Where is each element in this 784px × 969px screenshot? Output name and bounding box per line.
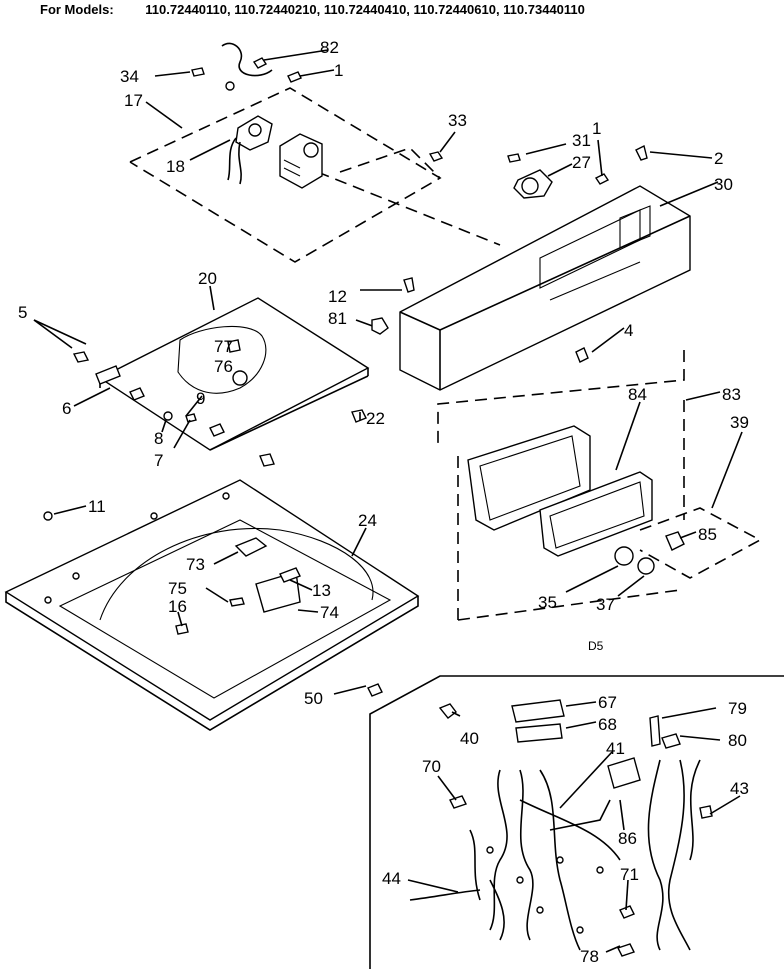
- part-label-82: 82: [320, 38, 339, 57]
- part-label-16: 16: [168, 597, 187, 616]
- part-label-22: 22: [366, 409, 385, 428]
- leaders-harness: [407, 701, 741, 953]
- models-header: For Models: 110.72440110, 110.72440210, …: [40, 2, 585, 17]
- harness-inset-frame: [369, 675, 784, 969]
- part-label-81: 81: [328, 309, 347, 328]
- leaders-top-panel: [53, 505, 367, 695]
- timer-switch: [279, 133, 323, 189]
- part-label-11: 11: [88, 497, 106, 516]
- part-label-44: 44: [382, 869, 401, 888]
- part-label-85: 85: [698, 525, 717, 544]
- screw-33: [428, 151, 444, 162]
- part-label-24: 24: [358, 511, 377, 530]
- leaders-console: [355, 139, 719, 363]
- part-label-30: 30: [714, 175, 733, 194]
- leaders-top-left: [145, 49, 456, 161]
- part-label-27: 27: [572, 153, 591, 172]
- part-label-84: 84: [628, 385, 647, 404]
- leaders-lid: [33, 285, 361, 449]
- part-label-31: 31: [572, 131, 591, 150]
- part-label-8: 8: [154, 429, 163, 448]
- part-label-6: 6: [62, 399, 71, 418]
- part-label-76: 76: [214, 357, 233, 376]
- control-console: [399, 185, 691, 391]
- part-label-40: 40: [460, 729, 479, 748]
- part-label-79: 79: [728, 699, 747, 718]
- control-panel-box: [437, 350, 762, 621]
- part-label-86: 86: [618, 829, 637, 848]
- part-label-67: 67: [598, 693, 617, 712]
- models-label: For Models:: [40, 2, 114, 17]
- part-label-7: 7: [154, 451, 163, 470]
- part-label-34: 34: [120, 67, 139, 86]
- console-knob-assembly: [507, 144, 648, 199]
- part-label-4: 4: [624, 321, 633, 340]
- part-label-20: 20: [198, 269, 217, 288]
- part-label-80: 80: [728, 731, 747, 750]
- part-label-5: 5: [18, 303, 27, 322]
- part-label-41: 41: [606, 739, 625, 758]
- part-label-9: 9: [196, 389, 205, 408]
- part-label-83: 83: [722, 385, 741, 404]
- part-label-73: 73: [186, 555, 205, 574]
- part-label-68: 68: [598, 715, 617, 734]
- top-panel: [4, 479, 420, 731]
- models-list: 110.72440110, 110.72440210, 110.72440410…: [145, 2, 585, 17]
- part-label-33: 33: [448, 111, 467, 130]
- part-label-74: 74: [320, 603, 339, 622]
- part-label-18: 18: [166, 157, 185, 176]
- part-label-35: 35: [538, 593, 557, 612]
- part-label-1-console: 1: [592, 119, 601, 138]
- part-label-17: 17: [124, 91, 143, 110]
- part-label-70: 70: [422, 757, 441, 776]
- leaders-control-panel: [565, 391, 743, 597]
- lid: [72, 297, 370, 467]
- page-code: D5: [588, 639, 604, 653]
- part-label-75: 75: [168, 579, 187, 598]
- part-label-71: 71: [620, 865, 639, 884]
- part-label-77: 77: [214, 337, 233, 356]
- part-label-1-top: 1: [334, 61, 343, 80]
- part-label-43: 43: [730, 779, 749, 798]
- part-label-13: 13: [312, 581, 331, 600]
- part-label-2: 2: [714, 149, 723, 168]
- part-label-78: 78: [580, 947, 599, 966]
- part-label-37: 37: [596, 595, 615, 614]
- wire-harness-small: [191, 42, 302, 91]
- part-label-12: 12: [328, 287, 347, 306]
- timer-motor: [227, 115, 273, 185]
- timer-mount-plate: [129, 87, 501, 263]
- part-label-39: 39: [730, 413, 749, 432]
- part-label-50: 50: [304, 689, 323, 708]
- wiring-harness: [409, 699, 713, 957]
